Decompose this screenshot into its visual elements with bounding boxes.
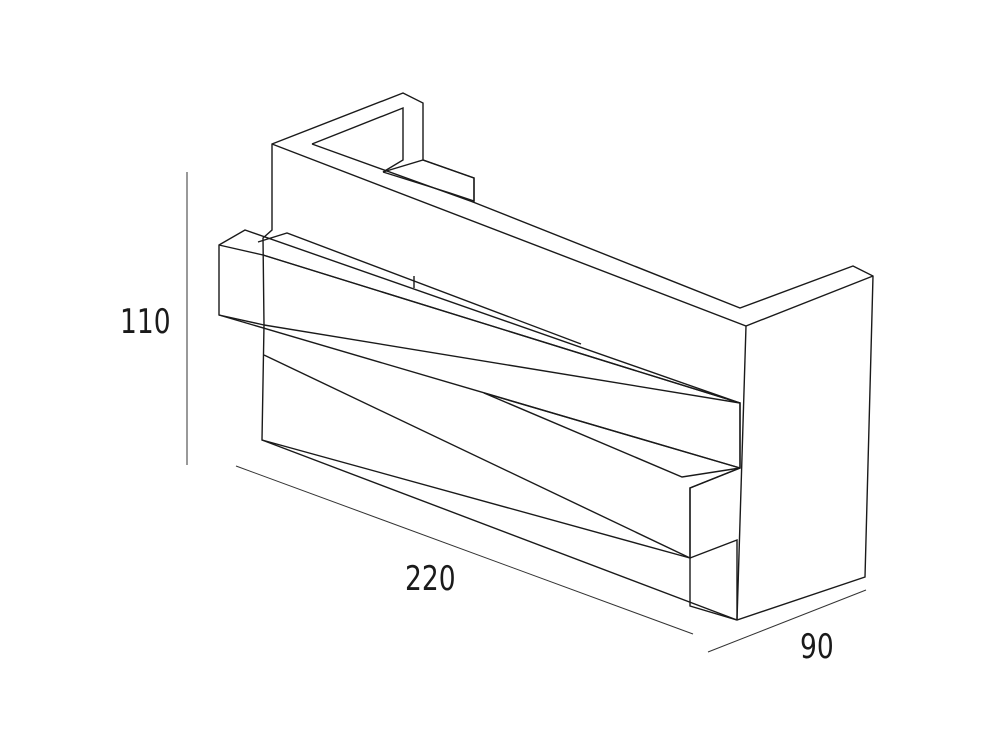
- wall-lamp-outline: [218, 92, 874, 621]
- height-dimension-label: 110: [120, 302, 171, 342]
- base-bottom-edge: [261, 439, 738, 621]
- lower-slab-top-edge: [483, 392, 741, 469]
- lower-slab-inner-groove: [483, 392, 741, 478]
- top-plate-outline: [262, 92, 874, 621]
- width-dimension-label: 220: [405, 559, 456, 599]
- top-plate-front-edge: [271, 143, 874, 327]
- lower-slab-step: [689, 538, 738, 620]
- depth-dimension-label: 90: [800, 627, 834, 667]
- middle-slab-inner-groove: [257, 232, 582, 345]
- middle-slab-diagonal: [262, 254, 741, 404]
- top-plate-front-vertical: [736, 325, 747, 621]
- back-bracket: [382, 159, 475, 202]
- width-dimension-line: [235, 465, 694, 635]
- depth-dimension-line: [707, 589, 867, 653]
- lower-slab-diagonal: [263, 354, 691, 559]
- middle-slab-outline: [218, 229, 741, 559]
- top-plate-inner-rim: [311, 106, 404, 173]
